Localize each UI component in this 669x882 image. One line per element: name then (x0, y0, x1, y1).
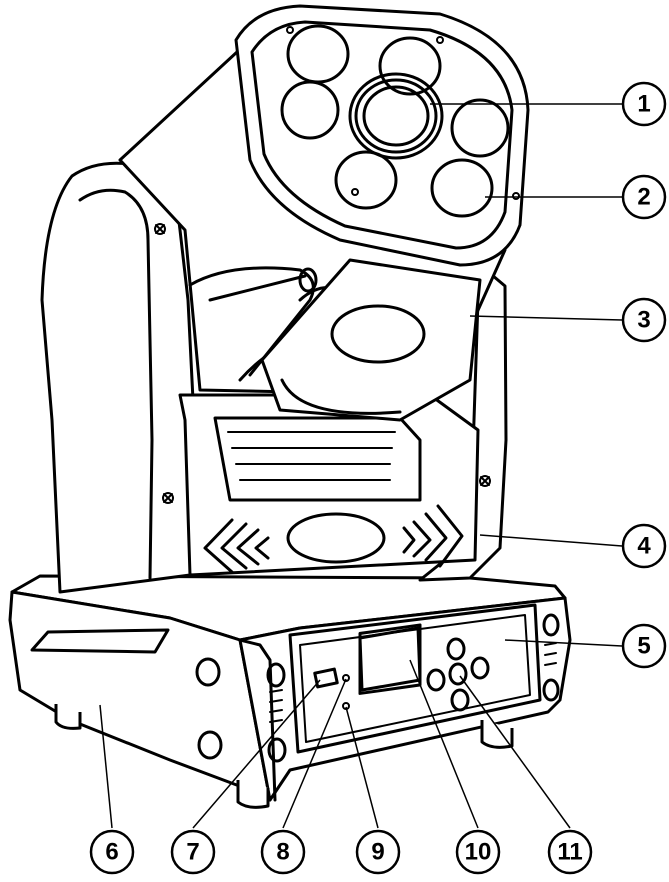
callout-label: 2 (637, 184, 650, 211)
callout-2: 2 (621, 174, 667, 220)
yoke (40, 161, 508, 594)
screw-icon (162, 492, 174, 504)
callout-label: 7 (186, 839, 199, 866)
callout-11: 11 (547, 829, 593, 875)
moving-head (118, 4, 530, 422)
callout-10: 10 (455, 829, 501, 875)
callout-3: 3 (621, 297, 667, 343)
callout-7: 7 (170, 829, 216, 875)
base-unit (8, 574, 572, 809)
callout-label: 5 (637, 633, 650, 660)
callout-label: 9 (371, 839, 384, 866)
callout-5: 5 (621, 623, 667, 669)
callout-label: 6 (105, 839, 118, 866)
callout-label: 4 (637, 533, 651, 560)
callout-label: 11 (557, 839, 582, 866)
callout-label: 10 (465, 839, 492, 866)
callout-9: 9 (355, 829, 401, 875)
yoke-front-plate (178, 393, 480, 577)
screw-icon (479, 475, 491, 487)
callout-8: 8 (260, 829, 306, 875)
callout-4: 4 (621, 523, 667, 569)
callout-label: 8 (276, 839, 289, 866)
callout-leaders (99, 103, 623, 829)
callout-label: 1 (637, 91, 650, 118)
callout-1: 1 (621, 81, 667, 127)
callout-label: 3 (637, 307, 650, 334)
screw-icon (154, 223, 166, 235)
callout-6: 6 (89, 829, 135, 875)
